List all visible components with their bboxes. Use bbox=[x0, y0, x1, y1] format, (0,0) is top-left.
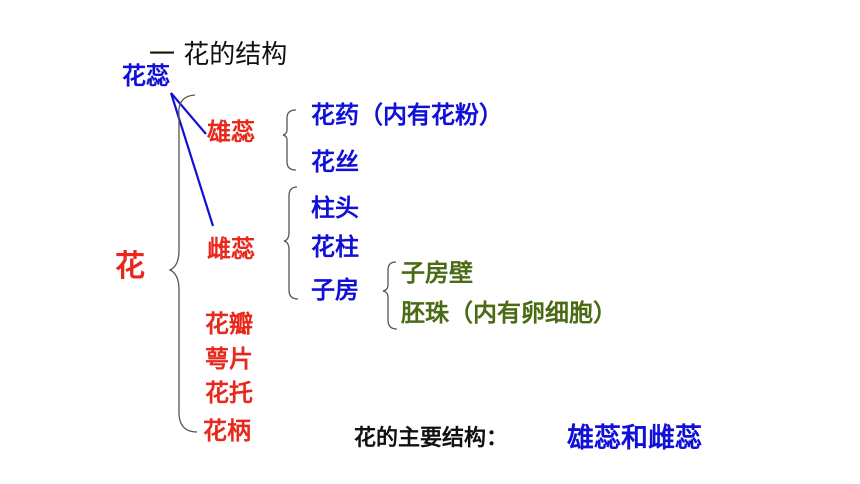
label-cirui: 雌蕊 bbox=[207, 235, 255, 263]
label-huasi: 花丝 bbox=[311, 148, 359, 176]
brace-zifang bbox=[382, 261, 398, 330]
label-epian: 萼片 bbox=[205, 345, 253, 373]
brace-xiongrui bbox=[282, 109, 297, 171]
label-zifangbi: 子房壁 bbox=[401, 259, 473, 287]
label-huaban: 花瓣 bbox=[205, 310, 253, 338]
summary-answer: 雄蕊和雌蕊 bbox=[567, 423, 702, 454]
brace-cirui bbox=[283, 186, 299, 300]
page-title: 一 花的结构 bbox=[149, 40, 288, 70]
label-zhutou: 柱头 bbox=[311, 194, 359, 222]
label-huatuo: 花托 bbox=[205, 379, 253, 407]
label-huayao: 花药（内有花粉） bbox=[311, 101, 503, 129]
connector-line-xiongrui bbox=[170, 92, 207, 135]
brace-hua bbox=[168, 94, 198, 433]
label-huazhu: 花柱 bbox=[311, 233, 359, 261]
label-xiongrui: 雄蕊 bbox=[207, 118, 255, 146]
summary-label: 花的主要结构： bbox=[354, 426, 509, 451]
label-zifang: 子房 bbox=[311, 276, 359, 304]
label-hua: 花 bbox=[115, 249, 145, 284]
label-huabing: 花柄 bbox=[203, 417, 251, 445]
label-peizhu: 胚珠（内有卵细胞） bbox=[401, 299, 617, 327]
connector-line-cirui bbox=[169, 92, 215, 227]
label-huarui: 花蕊 bbox=[122, 62, 170, 90]
